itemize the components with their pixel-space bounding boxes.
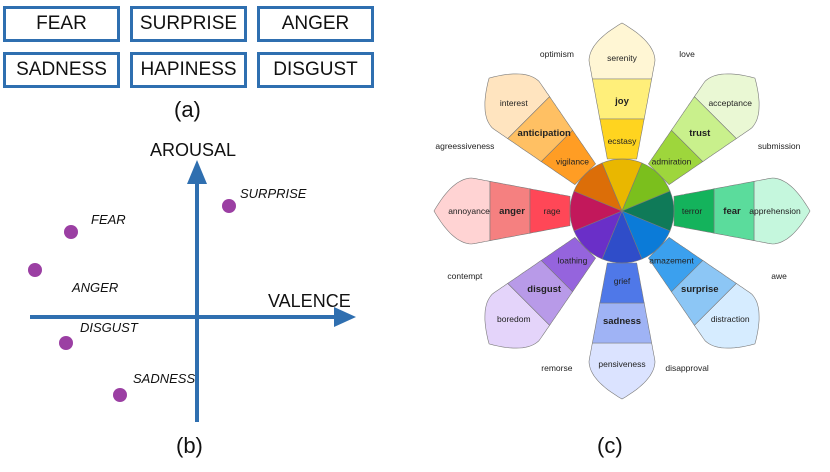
petal-band-fear-1 — [713, 181, 755, 241]
petal-band-joy-1 — [592, 78, 652, 120]
wheel-label-outer: apprehension — [749, 206, 801, 216]
petal-band-joy-2 — [599, 118, 645, 160]
wheel-label-inner: loathing — [558, 256, 588, 266]
petal-band-anger-1 — [489, 181, 531, 241]
petal-band-surprise-1 — [671, 260, 737, 326]
wheel-label-group: serenity joy ecstasy acceptance trust admirat… — [435, 49, 801, 373]
petal-band-anticipation-2 — [540, 129, 596, 185]
petal-group — [433, 22, 811, 400]
wheel-label-mid: sadness — [603, 316, 641, 327]
petal-band-fear-2 — [673, 188, 715, 234]
petal-band-trust-0 — [694, 73, 760, 139]
sadness-dot — [113, 388, 127, 402]
petal-band-sadness-1 — [592, 302, 652, 344]
valence-arrowhead — [334, 307, 356, 327]
petal-band-fear-0 — [753, 177, 811, 245]
surprise-dot — [222, 199, 236, 213]
wheel-label-mid: disgust — [527, 284, 562, 295]
dyad-label: submission — [758, 141, 801, 151]
petal-band-trust-2 — [648, 129, 704, 185]
dyad-label: agreessiveness — [435, 141, 494, 151]
dyad-label: love — [679, 49, 695, 59]
wheel-label-outer: acceptance — [708, 98, 752, 108]
fear-label: FEAR — [91, 212, 126, 227]
petal-band-anticipation-1 — [507, 96, 573, 162]
petal-band-anger-0 — [433, 177, 491, 245]
wheel-label-outer: interest — [500, 98, 529, 108]
caption-a: (a) — [174, 97, 201, 122]
petal-band-sadness-0 — [588, 342, 656, 400]
petal-band-surprise-0 — [694, 283, 760, 349]
petal-band-trust-1 — [671, 96, 737, 162]
anger-label: ANGER — [71, 280, 118, 295]
emotion-box-fear: FEAR — [3, 6, 120, 42]
arousal-arrowhead — [187, 160, 207, 184]
emotion-box-sadness: SADNESS — [3, 52, 120, 88]
wheel-label-inner: ecstasy — [608, 136, 638, 146]
caption-c: (c) — [597, 433, 623, 458]
dyad-label: remorse — [541, 363, 572, 373]
petal-band-disgust-0 — [484, 283, 550, 349]
petal-band-joy-0 — [588, 22, 656, 80]
wheel-label-inner: vigilance — [556, 157, 589, 167]
dyad-label: optimism — [540, 49, 574, 59]
petal-band-anger-2 — [529, 188, 571, 234]
dyad-label: contempt — [447, 271, 483, 281]
valence-arousal-plot: AROUSAL VALENCE SURPRISE FEAR ANGER DISG… — [28, 140, 356, 422]
wheel-label-mid: anticipation — [518, 128, 572, 139]
wheel-label-inner: terror — [682, 206, 702, 216]
petal-band-anticipation-0 — [484, 73, 550, 139]
wheel-label-outer: distraction — [711, 314, 750, 324]
caption-b: (b) — [176, 433, 203, 458]
emotion-box-anger: ANGER — [257, 6, 374, 42]
valence-label: VALENCE — [268, 291, 351, 311]
wheel-label-inner: amazement — [649, 256, 694, 266]
wheel-label-mid: trust — [689, 128, 711, 139]
emotion-box-disgust: DISGUST — [257, 52, 374, 88]
wheel-label-outer: annoyance — [448, 206, 490, 216]
emotion-box-surprise: SURPRISE — [130, 6, 247, 42]
arousal-label: AROUSAL — [150, 140, 236, 160]
disgust-label: DISGUST — [80, 320, 139, 335]
dyad-label: awe — [771, 271, 787, 281]
emotion-box-happiness: HAPINESS — [130, 52, 247, 88]
wheel-label-inner: grief — [614, 276, 631, 286]
petal-band-surprise-2 — [648, 237, 704, 293]
fear-dot — [64, 225, 78, 239]
wheel-label-mid: joy — [614, 96, 629, 107]
wheel-label-outer: boredom — [497, 314, 531, 324]
sadness-label: SADNESS — [133, 371, 195, 386]
dyad-label: disapproval — [665, 363, 709, 373]
anger-dot — [28, 263, 42, 277]
disgust-dot — [59, 336, 73, 350]
emotion-wheel: serenity joy ecstasy acceptance trust admirat… — [433, 22, 811, 400]
wheel-label-outer: pensiveness — [598, 359, 645, 369]
surprise-label: SURPRISE — [240, 186, 307, 201]
petal-band-disgust-2 — [540, 237, 596, 293]
wheel-label-mid: surprise — [681, 284, 719, 295]
wheel-label-mid: anger — [499, 206, 525, 217]
wheel-label-inner: rage — [543, 206, 560, 216]
petal-band-disgust-1 — [507, 260, 573, 326]
inner-wedge-vigilance — [573, 162, 623, 212]
wheel-label-inner: admiration — [652, 157, 692, 167]
wheel-label-mid: fear — [723, 206, 741, 217]
petal-band-sadness-2 — [599, 262, 645, 304]
wheel-label-outer: serenity — [607, 53, 638, 63]
